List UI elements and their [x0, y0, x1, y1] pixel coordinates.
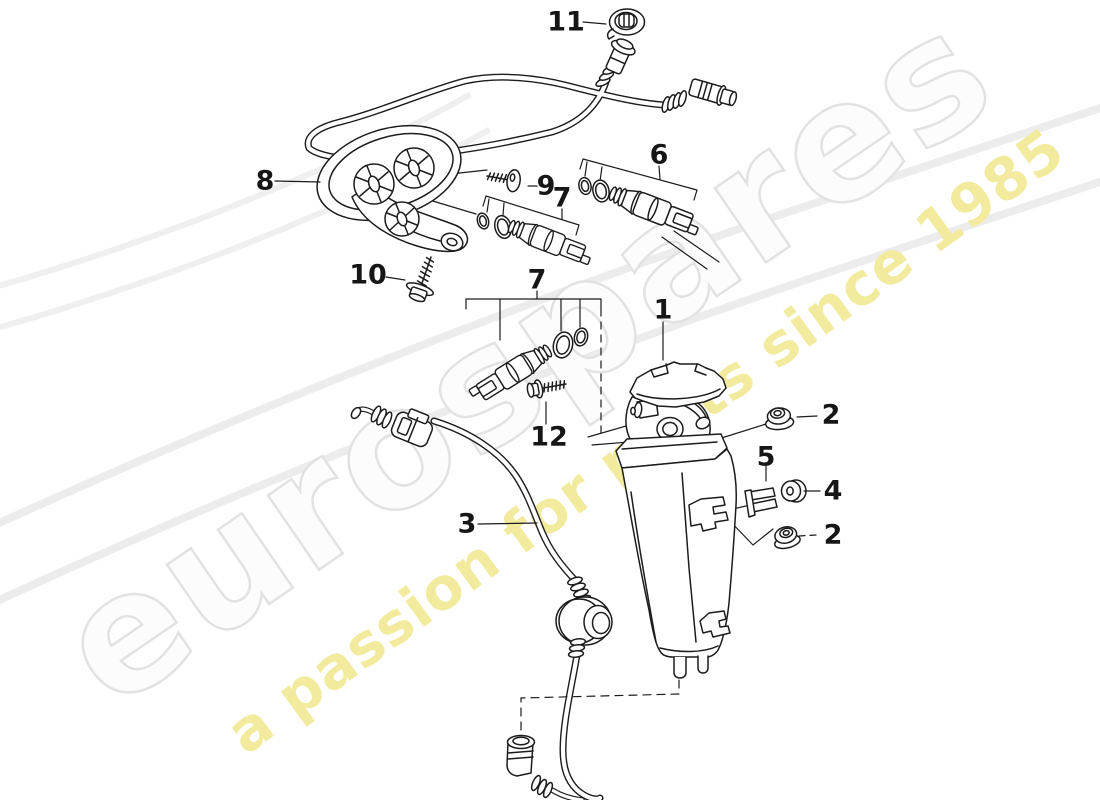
canister-lower-tab — [699, 610, 731, 638]
background-swooshes — [0, 91, 1100, 605]
plug-11 — [606, 8, 646, 40]
grommet-2-top — [764, 407, 795, 431]
canister-nozzle — [697, 655, 709, 674]
pipe-connector-upper — [595, 38, 636, 87]
callout-5: 5 — [757, 442, 776, 473]
callout-1: 1 — [654, 295, 673, 326]
callout-11: 11 — [547, 7, 585, 38]
o-ring — [552, 331, 574, 359]
o-ring — [578, 176, 592, 196]
callout-2-top: 2 — [822, 400, 841, 431]
connection-dashed-line — [520, 671, 680, 731]
screw-10 — [405, 256, 435, 303]
quick-connector-3 — [350, 405, 434, 448]
callout-3: 3 — [458, 509, 477, 540]
elbow-connector — [506, 734, 554, 799]
callout-7-upper: 7 — [553, 183, 572, 214]
screw-9 — [486, 169, 521, 193]
vent-pipe-assembly — [304, 38, 738, 163]
vent-pipe-3 — [350, 405, 680, 800]
pipe-holder-8 — [316, 124, 469, 253]
callout-leaders — [274, 21, 821, 537]
callout-12: 12 — [530, 422, 568, 453]
diagram-artwork — [274, 8, 821, 800]
o-ring — [476, 212, 490, 230]
canister-nozzle — [673, 656, 687, 679]
callout-9: 9 — [537, 171, 556, 202]
callout-labels: 11 8 9 6 7 10 7 1 12 2 5 4 2 3 — [256, 7, 843, 551]
retaining-clip-5 — [744, 487, 778, 518]
pipe-connector-right — [661, 78, 738, 113]
screw-12 — [526, 379, 567, 399]
grommet-2-bottom — [774, 526, 801, 550]
callout-6: 6 — [650, 140, 669, 171]
valve-group-7-upper — [476, 195, 596, 268]
damper — [555, 576, 613, 659]
valve-group-6 — [578, 158, 704, 239]
callout-7-middle: 7 — [528, 265, 547, 296]
callout-10: 10 — [349, 260, 387, 291]
o-ring — [493, 214, 513, 240]
carbon-canister — [615, 361, 737, 679]
callout-2-bottom: 2 — [824, 520, 843, 551]
valve-group-7-middle — [465, 290, 602, 436]
o-ring — [592, 179, 610, 203]
callout-4: 4 — [824, 476, 843, 507]
grommet-4 — [780, 479, 807, 503]
o-ring — [573, 327, 589, 347]
canister-clip-tab — [688, 496, 729, 532]
callout-8: 8 — [256, 166, 275, 197]
watermark: eurospares a passion for parts since 198… — [24, 0, 1077, 767]
